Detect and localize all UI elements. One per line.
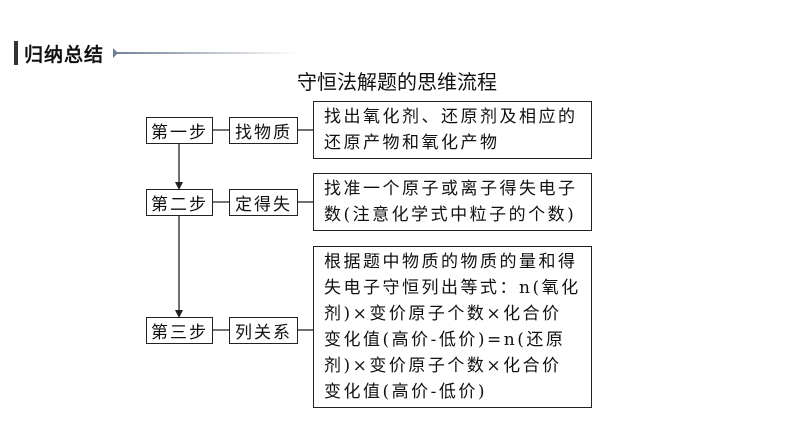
action-box-1: 找物质 [229, 117, 298, 144]
description-text: 找准一个原子或离子得失电子数(注意化学式中粒子的个数) [324, 179, 578, 225]
step-label: 第一步 [151, 123, 208, 143]
description-text: 找出氧化剂、还原剂及相应的还原产物和氧化产物 [324, 107, 578, 153]
step-box-1: 第一步 [146, 117, 213, 144]
action-box-3: 列关系 [229, 317, 298, 344]
description-box-2: 找准一个原子或离子得失电子数(注意化学式中粒子的个数) [313, 173, 592, 231]
step-box-2: 第二步 [146, 189, 213, 216]
action-label: 定得失 [235, 195, 292, 215]
description-text: 根据题中物质的物质的量和得失电子守恒列出等式：n(氧化剂)×变价原子个数×化合价… [324, 252, 581, 402]
description-box-1: 找出氧化剂、还原剂及相应的还原产物和氧化产物 [313, 101, 592, 159]
section-divider [113, 52, 298, 54]
section-tag: 归纳总结 [14, 40, 104, 66]
page-title: 守恒法解题的思维流程 [297, 70, 497, 94]
section-label: 归纳总结 [24, 43, 105, 66]
step-label: 第二步 [151, 195, 208, 215]
action-box-2: 定得失 [229, 189, 298, 216]
action-label: 列关系 [235, 323, 292, 343]
action-label: 找物质 [235, 123, 292, 143]
step-label: 第三步 [151, 323, 208, 343]
description-box-3: 根据题中物质的物质的量和得失电子守恒列出等式：n(氧化剂)×变价原子个数×化合价… [313, 246, 592, 408]
section-tag-bar [14, 41, 18, 65]
step-box-3: 第三步 [146, 317, 213, 344]
